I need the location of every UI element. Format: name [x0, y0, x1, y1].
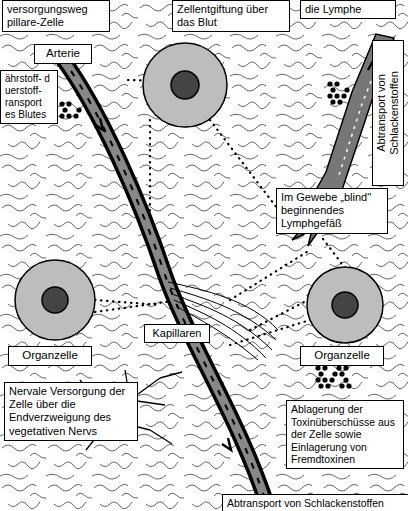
toxin-dot [341, 93, 346, 98]
label-text: Organzelle [13, 349, 87, 363]
toxin-dot [322, 365, 327, 370]
note-box: Im Gewebe „blind" beginnendes Lymphgefäß [276, 188, 388, 234]
toxin-dot [322, 377, 327, 382]
toxin-dot [66, 113, 71, 118]
note-box: Abtransport von Schlackenstoffen [372, 40, 404, 186]
toxin-dot [343, 377, 348, 382]
toxin-dot [332, 371, 337, 376]
note-box: Abtransport von Schlackenstoffen [222, 494, 408, 511]
note-box: Nervale Versorgung der Zelle über die En… [4, 382, 138, 441]
note-box: versorgungsweg pillare-Zelle [2, 0, 110, 32]
capillaries [168, 282, 278, 360]
toxin-dot [336, 365, 341, 370]
organ-cells [15, 43, 383, 343]
toxin-dot [330, 87, 335, 92]
note-box: Ablagerung der Toxinüberschüsse aus der … [286, 400, 404, 469]
toxin-dot [327, 93, 332, 98]
label-text: die Lymphe [305, 3, 391, 16]
toxin-dot [315, 365, 320, 370]
cell-label: Organzelle [8, 346, 92, 366]
toxin-dot [59, 113, 64, 118]
label-text: Ablagerung der Toxinüberschüsse aus der … [291, 403, 399, 466]
label-text: Kapillaren [149, 327, 205, 340]
label-text: Zellentgiftung über das Blut [177, 3, 285, 29]
toxin-dot [344, 87, 349, 92]
label-text: Im Gewebe „blind" beginnendes Lymphgefäß [281, 191, 383, 231]
toxin-dot [339, 371, 344, 376]
toxin-dot [327, 81, 332, 86]
cell-label: Organzelle [300, 346, 384, 366]
toxin-dot [76, 107, 81, 112]
toxin-dot [315, 377, 320, 382]
toxin-dot [339, 383, 344, 388]
label-text: versorgungsweg pillare-Zelle [7, 3, 105, 29]
toxin-dot [325, 383, 330, 388]
label-text: Nervale Versorgung der Zelle über die En… [9, 385, 133, 438]
structure-label: Kapillaren [144, 324, 210, 343]
toxin-dot [318, 371, 323, 376]
note-box: die Lymphe [300, 0, 396, 19]
toxin-dot [66, 101, 71, 106]
toxin-deposits [59, 81, 351, 388]
toxin-dot [330, 99, 335, 104]
toxin-dot [346, 383, 351, 388]
note-box: ährstoff- d uerstoff- ransport es Blutes [0, 70, 58, 124]
label-text: Abtransport von Schlackenstoffen [227, 497, 407, 510]
toxin-dot [59, 101, 64, 106]
toxin-dot [334, 93, 339, 98]
toxin-dot [337, 99, 342, 104]
label-text: Organzelle [305, 349, 379, 363]
toxin-dot [62, 107, 67, 112]
toxin-dot [343, 365, 348, 370]
toxin-dot [334, 81, 339, 86]
label-text: Arterie [39, 47, 87, 61]
label-text: ährstoff- d uerstoff- ransport es Blutes [5, 73, 53, 121]
toxin-dot [73, 113, 78, 118]
toxin-dot [318, 383, 323, 388]
toxin-dot [329, 377, 334, 382]
vessel-label: Arterie [34, 44, 92, 64]
note-box: Zellentgiftung über das Blut [172, 0, 290, 32]
label-text: Abtransport von Schlackenstoffen [375, 45, 401, 181]
